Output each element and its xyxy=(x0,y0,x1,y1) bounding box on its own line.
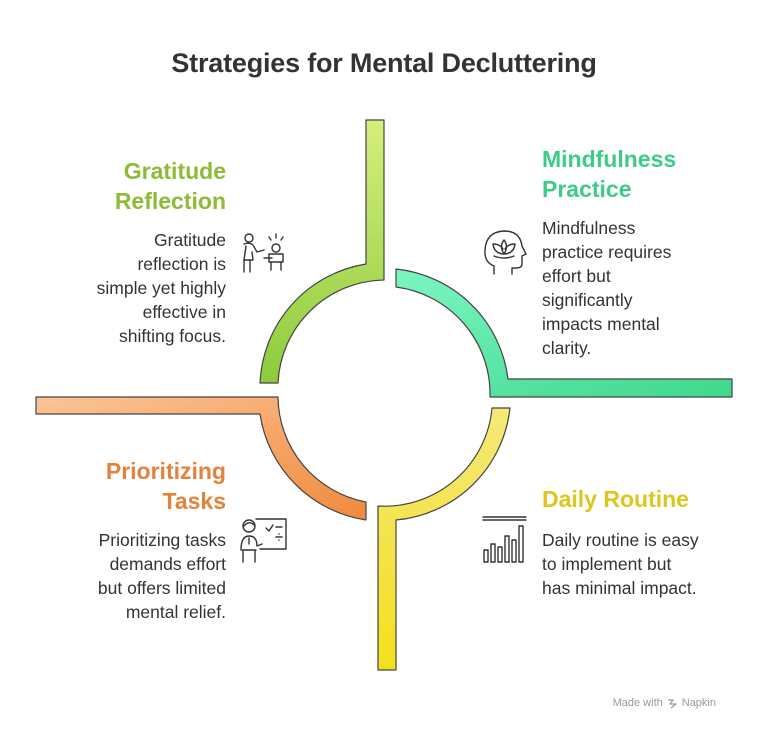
bar-chart-icon xyxy=(482,516,527,563)
mindfulness-heading: Mindfulness Practice xyxy=(542,146,677,202)
prioritizing-heading: Prioritizing Tasks xyxy=(105,458,226,514)
daily-routine-description: Daily routine is easy to implement but h… xyxy=(542,530,699,598)
task-planning-icon xyxy=(240,518,287,563)
gratitude-icon xyxy=(243,233,284,273)
made-with-napkin: Made with Napkin xyxy=(613,697,716,709)
meditation-head-icon xyxy=(484,230,527,275)
mindfulness-description: Mindfulness practice requires effort but… xyxy=(542,218,672,358)
napkin-logo-icon xyxy=(667,698,677,709)
gratitude-heading: Gratitude Reflection xyxy=(114,158,226,214)
gratitude-description: Gratitude reflection is simple yet highl… xyxy=(96,230,226,346)
prioritizing-arc xyxy=(35,396,367,521)
gratitude-arc xyxy=(259,119,385,384)
prioritizing-description: Prioritizing tasks demands effort but of… xyxy=(97,530,226,622)
daily-routine-heading: Daily Routine xyxy=(542,486,689,512)
made-with-label: Made with xyxy=(612,697,663,709)
napkin-brand-label: Napkin xyxy=(681,697,716,709)
mindfulness-arc xyxy=(395,268,733,398)
daily-routine-arc xyxy=(377,407,511,671)
page-title: Strategies for Mental Decluttering xyxy=(171,48,597,78)
